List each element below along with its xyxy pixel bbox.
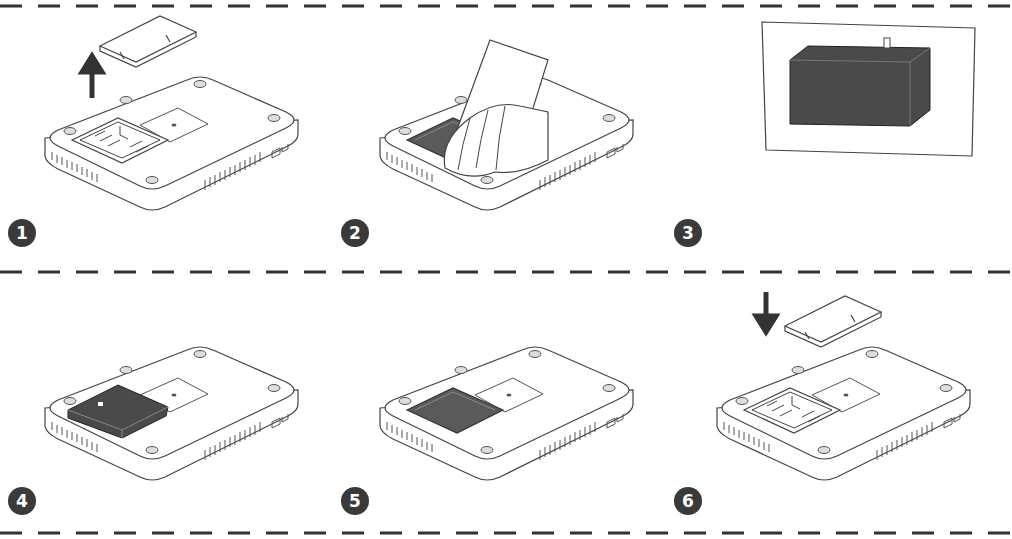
callout-number: 3 xyxy=(674,219,702,247)
callout-number: 1 xyxy=(8,219,36,247)
callout-number: 5 xyxy=(341,487,369,515)
callout-number: 6 xyxy=(674,487,702,515)
callout-number: 4 xyxy=(8,487,36,515)
callout-number: 2 xyxy=(341,219,369,247)
